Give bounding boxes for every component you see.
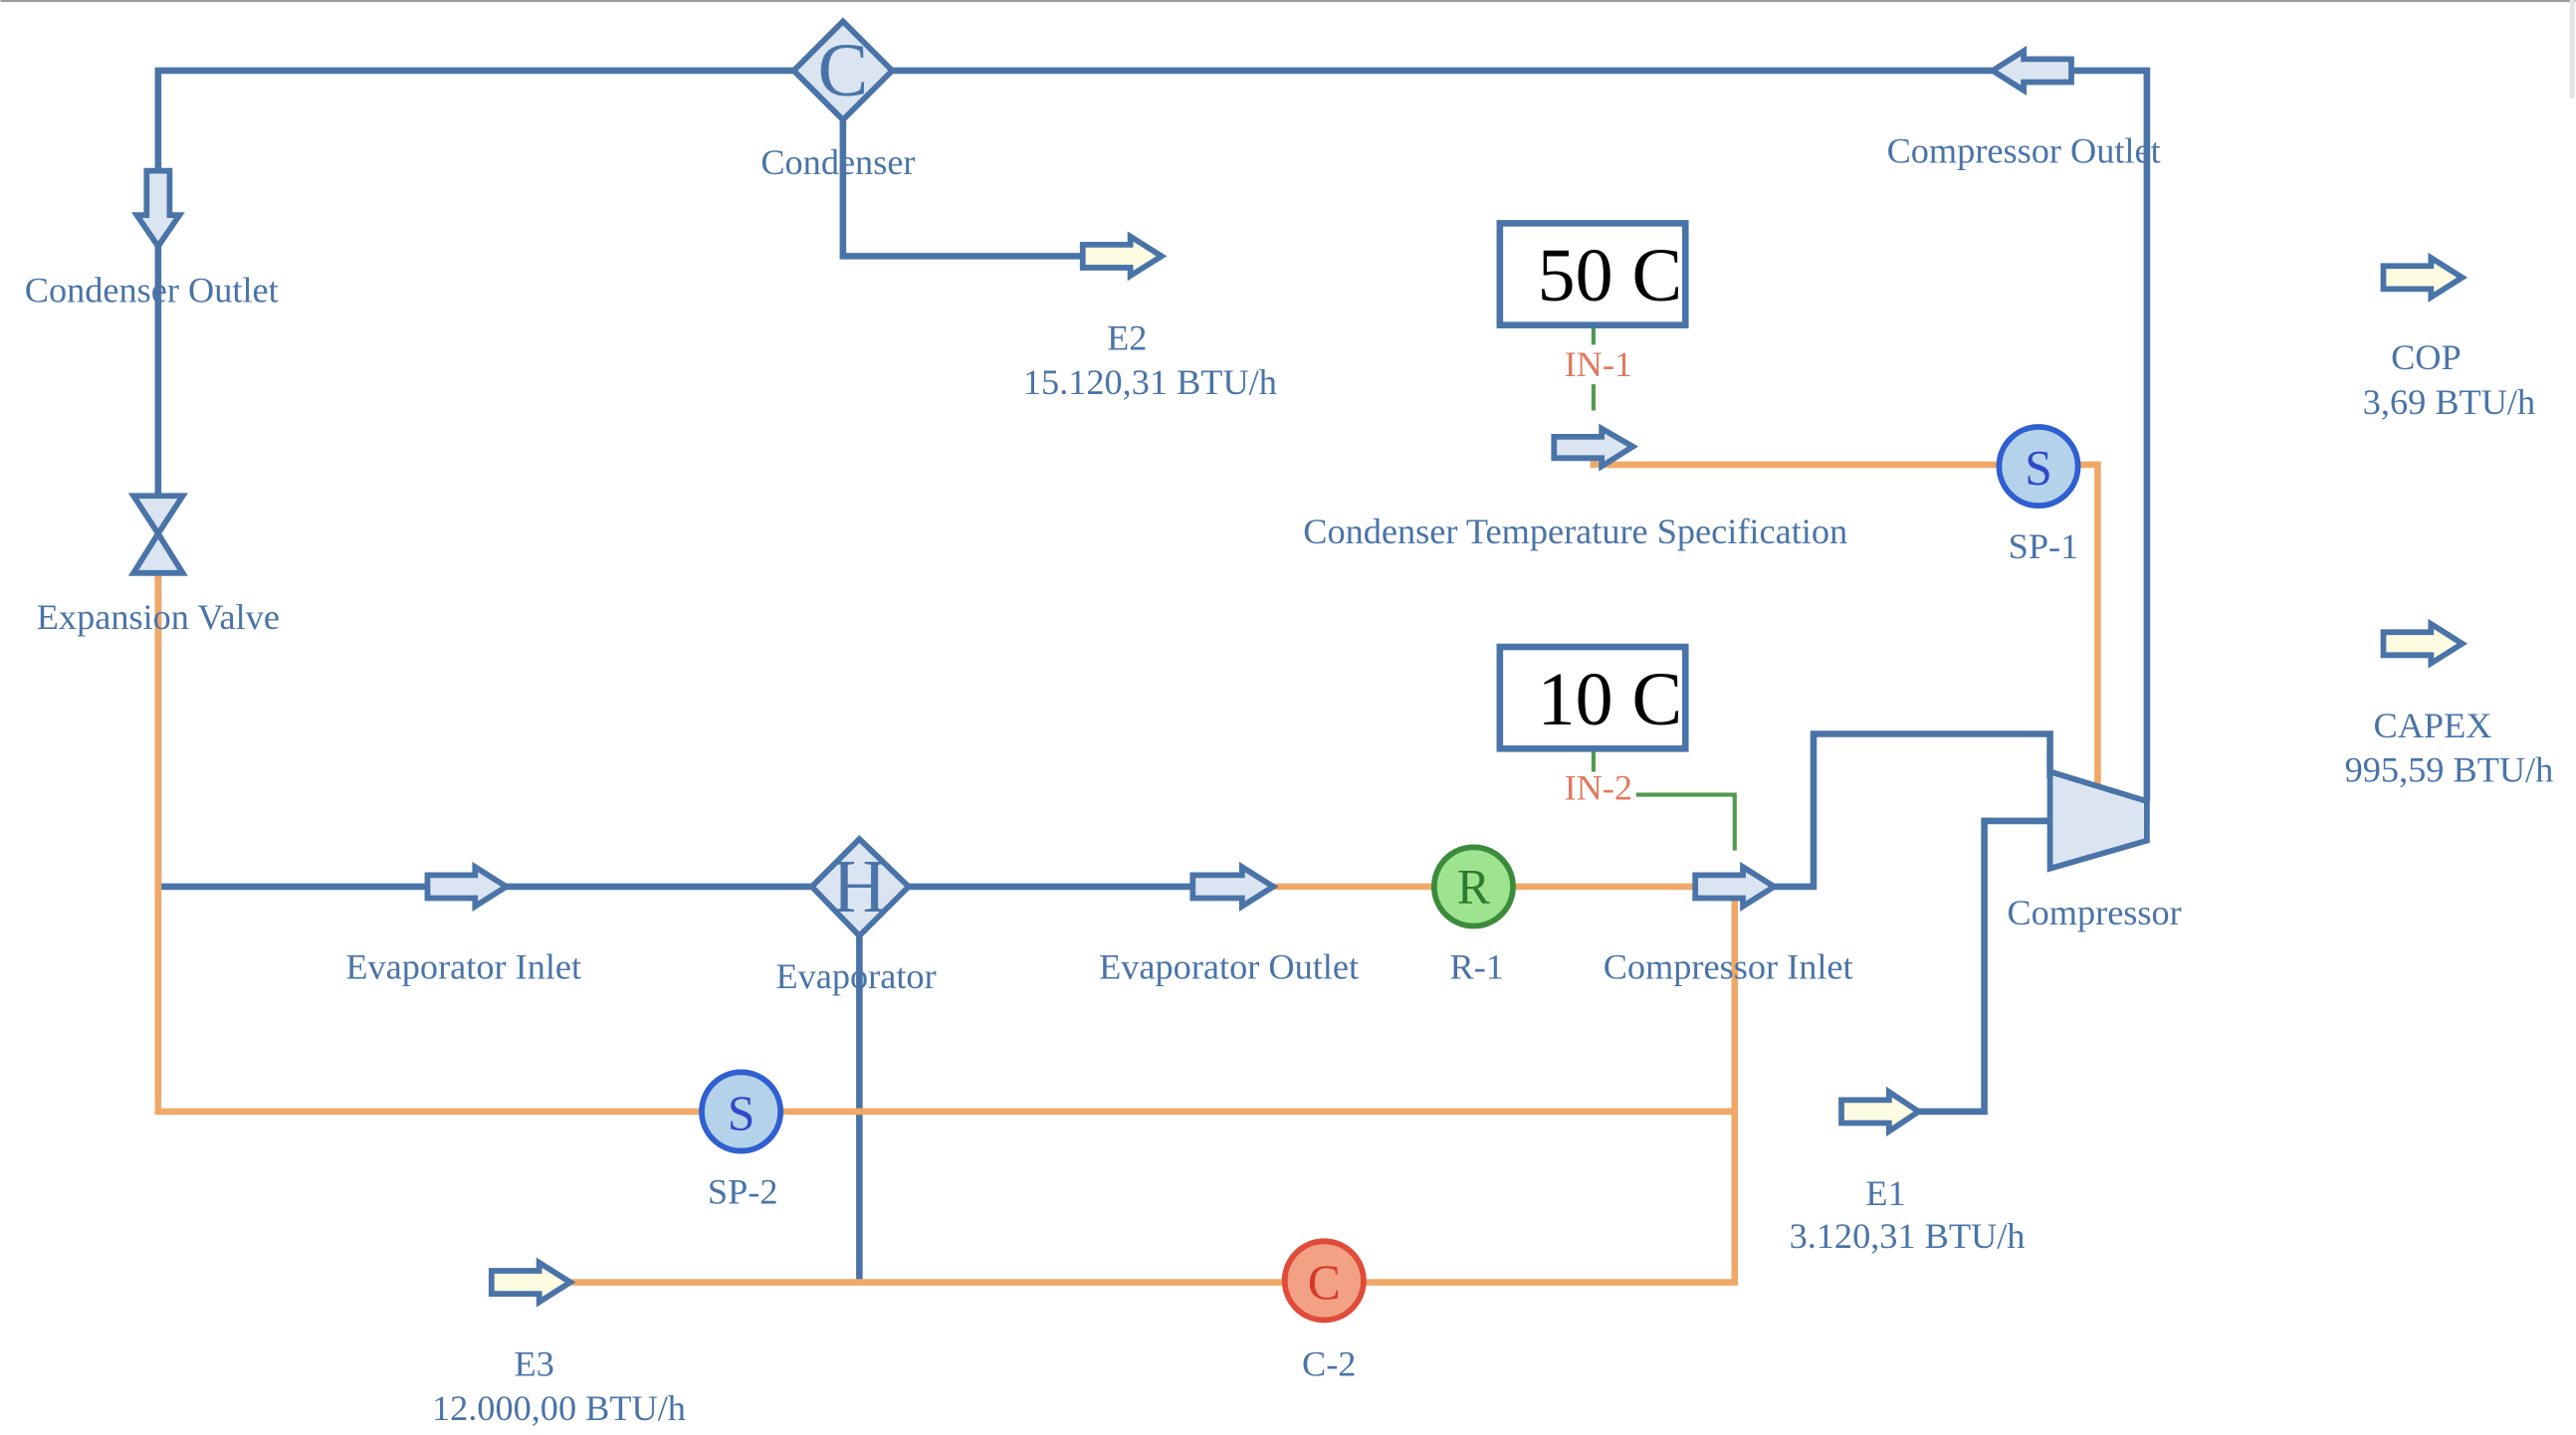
e3-name: E3 <box>515 1344 554 1384</box>
e1-name: E1 <box>1865 1173 1905 1213</box>
e2-name: E2 <box>1107 317 1147 357</box>
evaporator-inlet-arrow-icon[interactable] <box>424 861 513 912</box>
in1-input-box[interactable]: 50 C <box>1496 220 1689 328</box>
r1-label: R-1 <box>1450 946 1504 986</box>
sp1-label: SP-1 <box>2009 526 2079 566</box>
compressor-symbol[interactable] <box>2046 767 2150 873</box>
c2-symbol[interactable]: C <box>1281 1238 1367 1324</box>
compressor-outlet-label: Compressor Outlet <box>1887 130 2161 170</box>
stream-compressor-inlet-to-compressor[interactable] <box>1774 730 2053 891</box>
e2-value: 15.120,31 BTU/h <box>1023 362 1277 402</box>
stream-e1-to-compressor[interactable] <box>1918 817 2050 1116</box>
condenser-temp-spec-label: Condenser Temperature Specification <box>1303 512 1847 551</box>
compressor-label: Compressor <box>2007 893 2181 932</box>
in1-value: 50 C <box>1538 234 1682 317</box>
evaporator-outlet-arrow-icon[interactable] <box>1189 861 1279 912</box>
capex-arrow-icon[interactable] <box>2380 618 2469 669</box>
in2-label: IN-2 <box>1565 767 1633 807</box>
evaporator-outlet-label: Evaporator Outlet <box>1099 946 1359 986</box>
in2-value: 10 C <box>1538 658 1682 741</box>
e1-value: 3.120,31 BTU/h <box>1790 1216 2026 1256</box>
condenser-outlet-arrow-icon[interactable] <box>130 167 185 252</box>
sp2-symbol[interactable]: S <box>699 1069 784 1154</box>
stream-condenser-to-e2[interactable] <box>839 119 1083 260</box>
e1-arrow-icon[interactable] <box>1838 1086 1924 1137</box>
c2-symbol-letter: C <box>1308 1255 1341 1310</box>
e2-arrow-icon[interactable] <box>1079 231 1168 282</box>
e3-value: 12.000,00 BTU/h <box>432 1388 686 1428</box>
condenser-outlet-label: Condenser Outlet <box>25 271 279 310</box>
condenser-symbol[interactable]: C <box>789 17 897 124</box>
signal-valve-to-sp2[interactable] <box>154 572 702 1116</box>
stream-compressor-to-compressor-outlet[interactable] <box>2070 67 2151 802</box>
evaporator-symbol-letter: H <box>832 845 887 928</box>
condenser-temp-spec-arrow-icon[interactable] <box>1551 423 1639 472</box>
r1-symbol[interactable]: R <box>1430 844 1516 929</box>
sp2-label: SP-2 <box>708 1171 778 1211</box>
sp2-symbol-letter: S <box>728 1086 755 1140</box>
signal-in2-to-compressor-inlet[interactable] <box>1591 748 1737 851</box>
capex-value: 995,59 BTU/h <box>2345 749 2554 789</box>
in2-input-box[interactable]: 10 C <box>1496 643 1689 752</box>
stream-condenser-to-condenser-outlet[interactable] <box>154 67 797 171</box>
capex-name: CAPEX <box>2373 706 2491 745</box>
evaporator-label: Evaporator <box>775 956 936 996</box>
evaporator-inlet-label: Evaporator Inlet <box>345 946 581 986</box>
sp1-symbol[interactable]: S <box>1996 424 2081 510</box>
cop-arrow-icon[interactable] <box>2380 252 2469 303</box>
e3-arrow-icon[interactable] <box>488 1257 576 1308</box>
in1-label: IN-1 <box>1565 344 1633 384</box>
compressor-inlet-arrow-icon[interactable] <box>1692 861 1780 912</box>
cop-name: COP <box>2391 337 2462 377</box>
c2-label: C-2 <box>1302 1344 1356 1384</box>
condenser-label: Condenser <box>760 142 915 182</box>
signal-sp2-to-c2[interactable] <box>780 1108 1739 1286</box>
expansion-valve-label: Expansion Valve <box>37 597 280 637</box>
sp1-symbol-letter: S <box>2025 441 2052 496</box>
signal-sp1-to-compressor[interactable] <box>2077 461 2101 821</box>
signal-spec-to-sp1[interactable] <box>1590 446 2000 469</box>
compressor-outlet-arrow-icon[interactable] <box>1987 45 2074 96</box>
r1-symbol-letter: R <box>1457 859 1490 914</box>
compressor-inlet-label: Compressor Inlet <box>1604 946 1853 986</box>
expansion-valve-icon[interactable] <box>127 493 188 576</box>
evaporator-symbol[interactable]: H <box>807 835 913 940</box>
condenser-symbol-letter: C <box>818 29 869 112</box>
cop-value: 3,69 BTU/h <box>2363 382 2535 422</box>
